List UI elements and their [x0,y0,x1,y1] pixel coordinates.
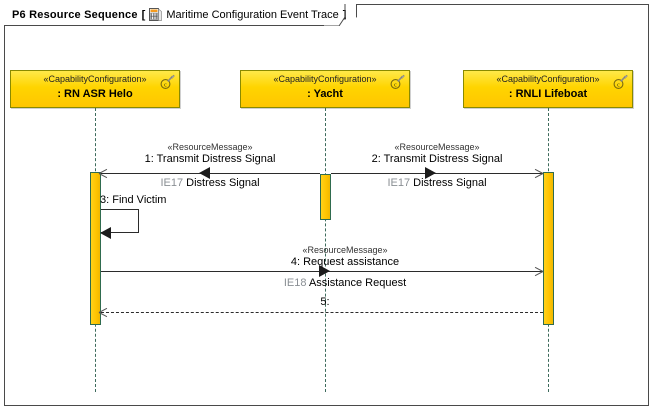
message-4-arrowhead [534,267,543,276]
message-1-payload: IE17 Distress Signal [100,177,320,189]
lifeline-header-rnli-lifeboat[interactable]: «CapabilityConfiguration» : RNLI Lifeboa… [463,70,633,108]
message-4-label: 4: Request assistance [290,256,400,268]
message-2-payload-tag: IE17 [387,177,411,189]
frame-bracket-close: ] [342,8,347,21]
lifeline-stereotype: «CapabilityConfiguration» [273,74,377,84]
lifeline-yacht [325,108,326,392]
message-1-payload-name: Distress Signal [186,177,260,189]
message-1-line[interactable] [101,173,320,174]
message-3-label: 3: Find Victim [100,194,167,206]
message-5-line[interactable] [101,312,543,313]
message-2-payload: IE17 Distress Signal [332,177,542,189]
lifeline-stereotype: «CapabilityConfiguration» [43,74,147,84]
lifeline-header-rn-asr-helo[interactable]: «CapabilityConfiguration» : RN ASR Helo … [10,70,180,108]
message-4-stereotype: «ResourceMessage» [302,245,388,255]
lifeline-header-yacht[interactable]: «CapabilityConfiguration» : Yacht c [240,70,410,108]
svg-text:c: c [164,82,167,88]
message-1-direction-marker [199,167,210,179]
message-4-payload-tag: IE18 [283,277,307,289]
message-2-label: 2: Transmit Distress Signal [371,153,503,165]
message-4-payload-name: Assistance Request [308,277,407,289]
frame-title: P6 Resource Sequence [12,8,138,21]
lifeline-name: : RN ASR Helo [57,88,133,100]
message-5-label: 5: [320,296,330,308]
frame-bracket-open: [ [141,8,146,21]
activation-bar-rn-asr-helo[interactable] [90,172,101,325]
svg-text:c: c [394,82,397,88]
frame-subtitle: Maritime Configuration Event Trace [166,8,339,21]
message-3-self-loop[interactable] [101,209,139,233]
diagram-frame-title-tab[interactable]: P6 Resource Sequence [ Maritime Configur… [4,4,358,26]
message-2-direction-marker [425,167,436,179]
capability-configuration-icon: c [612,74,628,90]
message-3-direction-marker [100,227,111,239]
activation-bar-yacht[interactable] [320,174,331,220]
activation-bar-rnli-lifeboat[interactable] [543,172,554,325]
svg-text:c: c [617,82,620,88]
capability-configuration-icon: c [389,74,405,90]
message-2-payload-name: Distress Signal [413,177,487,189]
message-2-stereotype: «ResourceMessage» [394,142,480,152]
lifeline-name: : RNLI Lifeboat [508,88,588,100]
capability-configuration-icon: c [159,74,175,90]
message-1-stereotype: «ResourceMessage» [167,142,253,152]
message-4-direction-marker [319,265,330,277]
frame-tab-underline [4,25,324,26]
message-2-line[interactable] [331,173,543,174]
lifeline-name: : Yacht [307,88,343,100]
message-1-payload-tag: IE17 [160,177,184,189]
message-4-payload: IE18 Assistance Request [230,277,460,289]
lifeline-stereotype: «CapabilityConfiguration» [496,74,600,84]
event-trace-icon [149,8,163,21]
message-1-label: 1: Transmit Distress Signal [144,153,276,165]
message-5-arrowhead [99,308,108,317]
